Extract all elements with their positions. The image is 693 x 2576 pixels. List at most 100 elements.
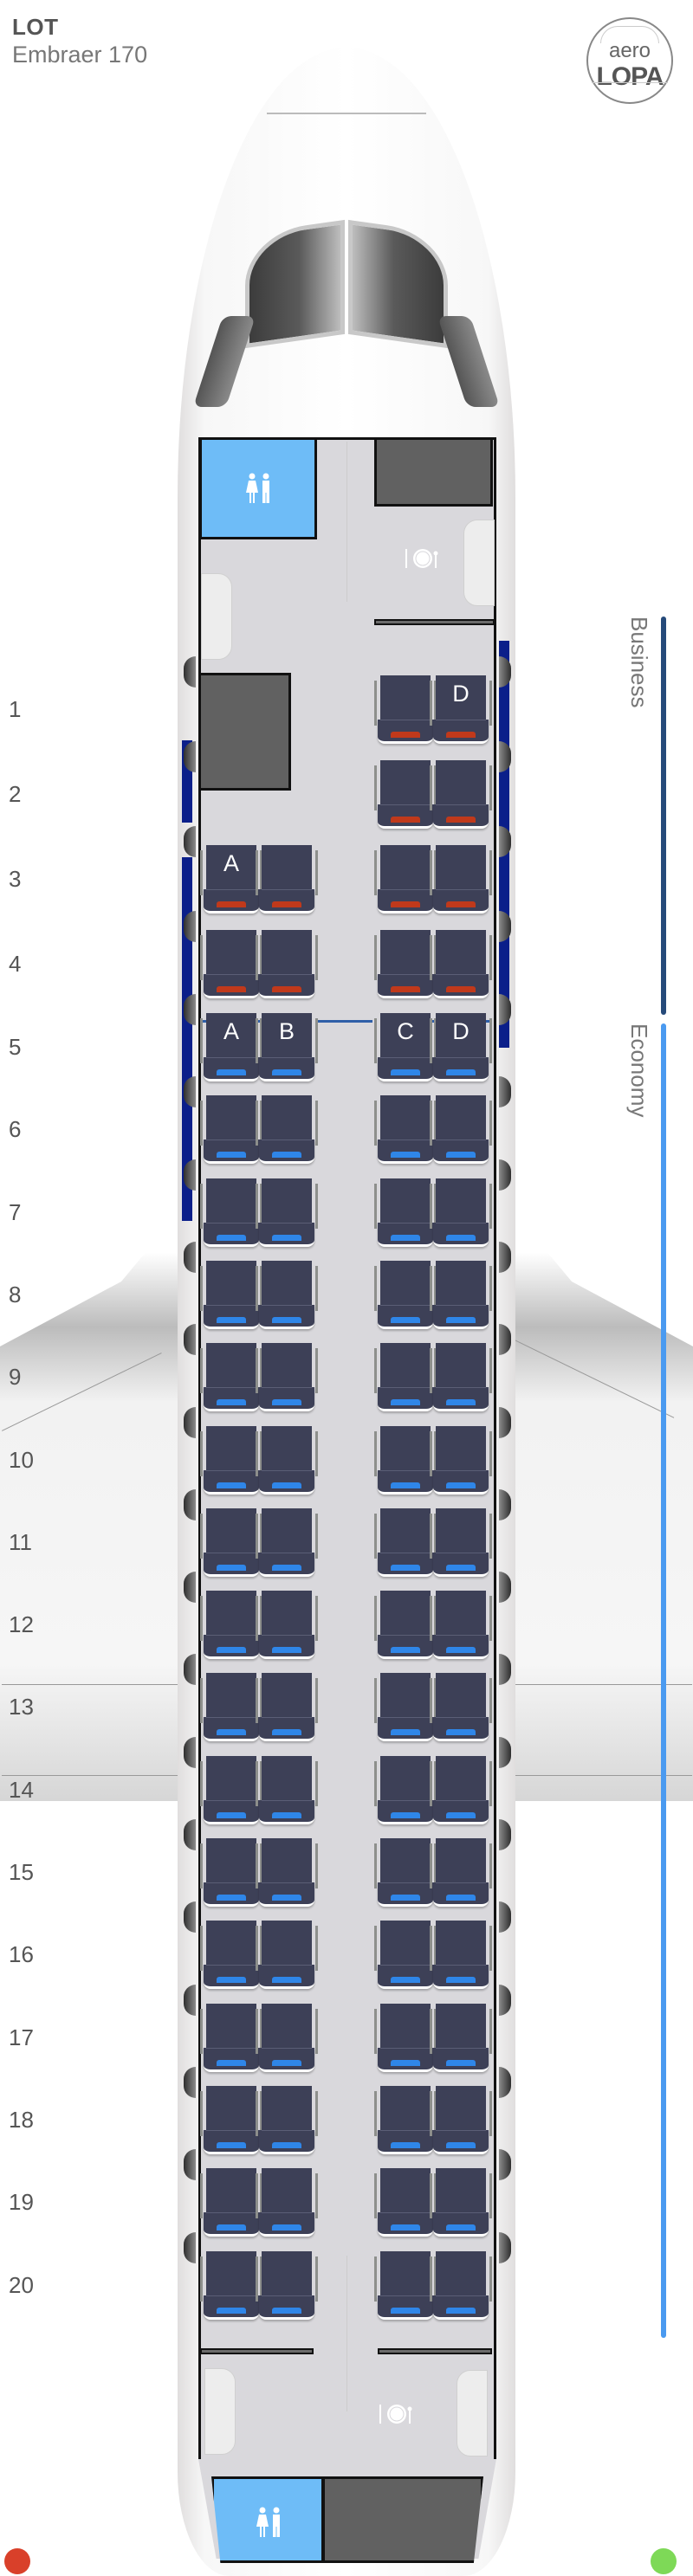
seat-4D[interactable]	[430, 930, 492, 1001]
seat-18B[interactable]	[256, 2086, 318, 2157]
seat-17A[interactable]	[200, 2004, 262, 2075]
seat-15B[interactable]	[256, 1838, 318, 1909]
seat-18A[interactable]	[200, 2086, 262, 2157]
seat-12D[interactable]	[430, 1591, 492, 1662]
seat-19D[interactable]	[430, 2168, 492, 2239]
seat-3C[interactable]	[374, 845, 437, 916]
seat-15A[interactable]	[200, 1838, 262, 1909]
seat-2C[interactable]	[374, 760, 437, 831]
seat-17B[interactable]	[256, 2004, 318, 2075]
seat-20C[interactable]	[374, 2251, 437, 2322]
seat-11D[interactable]	[430, 1508, 492, 1579]
seat-divider	[262, 1882, 312, 1883]
seat-12B[interactable]	[256, 1591, 318, 1662]
seat-14C[interactable]	[374, 1756, 437, 1827]
window-left	[184, 1572, 196, 1603]
seat-5B[interactable]: B	[256, 1013, 318, 1084]
armrest	[315, 2091, 318, 2136]
seat-12C[interactable]	[374, 1591, 437, 1662]
seat-19A[interactable]	[200, 2168, 262, 2239]
seat-1D[interactable]: D	[430, 675, 492, 746]
seat-7A[interactable]	[200, 1178, 262, 1249]
seat-14D[interactable]	[430, 1756, 492, 1827]
seat-10A[interactable]	[200, 1426, 262, 1497]
seat-6A[interactable]	[200, 1095, 262, 1166]
seat-10C[interactable]	[374, 1426, 437, 1497]
seat-10D[interactable]	[430, 1426, 492, 1497]
seat-16C[interactable]	[374, 1921, 437, 1992]
seat-back	[206, 2004, 256, 2049]
seat-8C[interactable]	[374, 1261, 437, 1332]
seat-6B[interactable]	[256, 1095, 318, 1166]
armrest	[374, 2256, 377, 2302]
logo-text-top: aero	[608, 39, 651, 62]
seat-18D[interactable]	[430, 2086, 492, 2157]
seat-4C[interactable]	[374, 930, 437, 1001]
seat-6C[interactable]	[374, 1095, 437, 1166]
seat-18C[interactable]	[374, 2086, 437, 2157]
seat-14B[interactable]	[256, 1756, 318, 1827]
seat-cushion	[378, 1387, 433, 1411]
seat-17C[interactable]	[374, 2004, 437, 2075]
seat-7D[interactable]	[430, 1178, 492, 1249]
seat-4A[interactable]	[200, 930, 262, 1001]
seat-4B[interactable]	[256, 930, 318, 1001]
seat-11C[interactable]	[374, 1508, 437, 1579]
seat-9B[interactable]	[256, 1343, 318, 1414]
armrest	[260, 1596, 262, 1641]
row-number: 15	[9, 1859, 34, 1885]
seat-13B[interactable]	[256, 1673, 318, 1744]
seat-back	[206, 2251, 256, 2296]
seat-5C[interactable]: C	[374, 1013, 437, 1084]
seat-cushion	[378, 2212, 433, 2237]
seat-15C[interactable]	[374, 1838, 437, 1909]
seat-19C[interactable]	[374, 2168, 437, 2239]
seat-16A[interactable]	[200, 1921, 262, 1992]
seat-back	[206, 1508, 256, 1553]
seat-14A[interactable]	[200, 1756, 262, 1827]
armrest	[200, 935, 203, 980]
seat-10B[interactable]	[256, 1426, 318, 1497]
seat-divider	[380, 2130, 431, 2131]
seat-8A[interactable]	[200, 1261, 262, 1332]
seat-16B[interactable]	[256, 1921, 318, 1992]
seat-20A[interactable]	[200, 2251, 262, 2322]
seat-13D[interactable]	[430, 1673, 492, 1744]
seat-letter: A	[223, 1018, 239, 1044]
seat-15D[interactable]	[430, 1838, 492, 1909]
seat-20B[interactable]	[256, 2251, 318, 2322]
seat-17D[interactable]	[430, 2004, 492, 2075]
seat-2D[interactable]	[430, 760, 492, 831]
armrest	[434, 2256, 437, 2302]
seat-13C[interactable]	[374, 1673, 437, 1744]
seat-11B[interactable]	[256, 1508, 318, 1579]
seat-3A[interactable]: A	[200, 845, 262, 916]
seat-3D[interactable]	[430, 845, 492, 916]
seat-6D[interactable]	[430, 1095, 492, 1166]
seat-3B[interactable]	[256, 845, 318, 916]
seat-7B[interactable]	[256, 1178, 318, 1249]
seat-1C[interactable]	[374, 675, 437, 746]
armrest	[430, 1101, 432, 1146]
seat-11A[interactable]	[200, 1508, 262, 1579]
seat-9C[interactable]	[374, 1343, 437, 1414]
seat-back	[262, 1013, 312, 1058]
seat-8D[interactable]	[430, 1261, 492, 1332]
seat-9D[interactable]	[430, 1343, 492, 1414]
armrest	[200, 1348, 203, 1393]
seat-9A[interactable]	[200, 1343, 262, 1414]
seat-accent	[446, 1482, 476, 1488]
seat-accent	[446, 1399, 476, 1405]
seat-5D[interactable]: D	[430, 1013, 492, 1084]
seat-12A[interactable]	[200, 1591, 262, 1662]
armrest	[374, 2009, 377, 2054]
window-right	[499, 1737, 511, 1768]
seat-8B[interactable]	[256, 1261, 318, 1332]
seat-20D[interactable]	[430, 2251, 492, 2322]
seat-16D[interactable]	[430, 1921, 492, 1992]
seat-7C[interactable]	[374, 1178, 437, 1249]
seat-13A[interactable]	[200, 1673, 262, 1744]
armrest	[256, 1596, 258, 1641]
seat-19B[interactable]	[256, 2168, 318, 2239]
seat-5A[interactable]: A	[200, 1013, 262, 1084]
